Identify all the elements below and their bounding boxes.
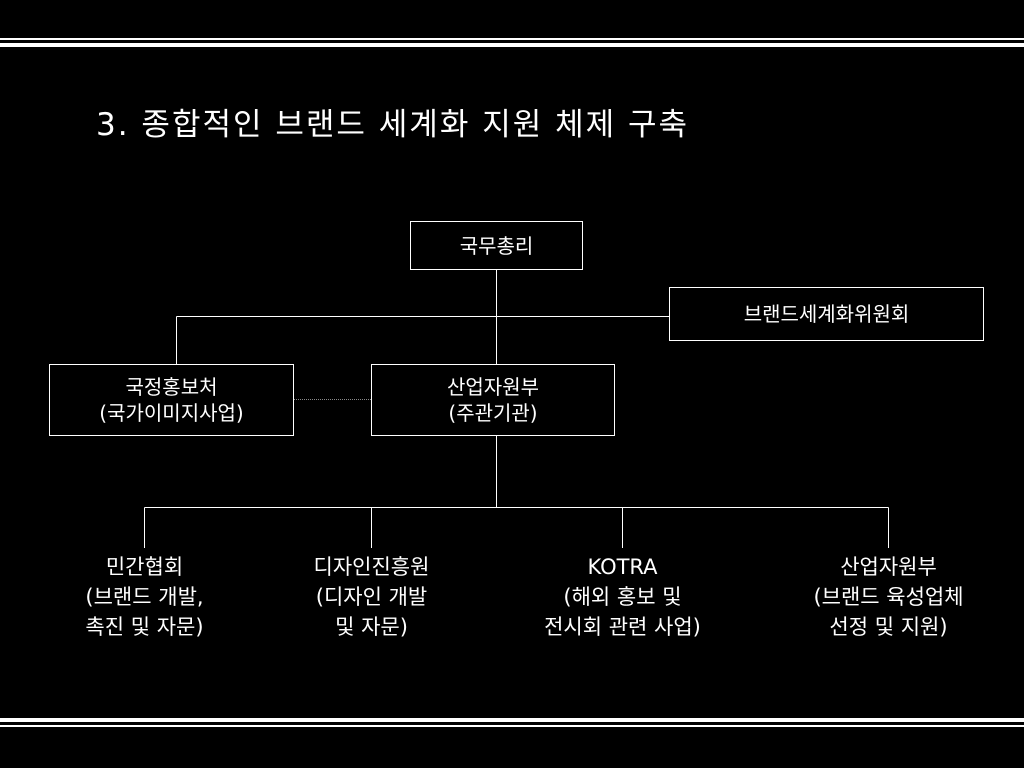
slide-title: 3. 종합적인 브랜드 세계화 지원 체제 구축 [96, 107, 690, 143]
node-brand-committee-label: 브랜드세계화위원회 [743, 302, 910, 326]
branch-name: 산업자원부 [840, 555, 937, 579]
bottom-rule-thick [0, 718, 1024, 722]
branch-desc-line1: (디자인 개발 [315, 585, 428, 609]
top-rule-thick [0, 43, 1024, 47]
node-lead-ministry-name: 산업자원부 [447, 375, 539, 399]
node-government-info-agency-role: (국가이미지사업) [99, 401, 244, 425]
branch-kotra: KOTRA (해외 홍보 및 전시회 관련 사업) [512, 552, 733, 642]
branch-desc-line1: (해외 홍보 및 [563, 585, 682, 609]
branch-private-association: 민간협회 (브랜드 개발, 촉진 및 자문) [44, 552, 245, 642]
node-prime-minister-label: 국무총리 [459, 233, 534, 258]
top-rule-thin [0, 38, 1024, 40]
branch-desc-line2: 선정 및 지원) [829, 615, 948, 639]
node-lead-ministry-role: (주관기관) [448, 401, 538, 425]
node-government-info-agency: 국정홍보처 (국가이미지사업) [49, 364, 294, 436]
branch-name: KOTRA [587, 555, 658, 579]
branch-desc-line2: 촉진 및 자문) [85, 615, 204, 639]
branch-desc-line1: (브랜드 육성업체 [813, 585, 964, 609]
branch-desc-line2: 전시회 관련 사업) [544, 615, 701, 639]
node-brand-committee: 브랜드세계화위원회 [669, 287, 984, 341]
node-prime-minister: 국무총리 [410, 221, 583, 270]
node-government-info-agency-name: 국정홍보처 [125, 375, 218, 399]
branch-desc-line2: 및 자문) [335, 615, 408, 639]
branch-name: 민간협회 [105, 555, 184, 579]
branch-ministry-support: 산업자원부 (브랜드 육성업체 선정 및 지원) [778, 552, 999, 642]
bottom-rule-thin [0, 725, 1024, 727]
node-lead-ministry: 산업자원부 (주관기관) [371, 364, 615, 436]
branch-desc-line1: (브랜드 개발, [85, 585, 204, 609]
branch-design-institute: 디자인진흥원 (디자인 개발 및 자문) [271, 552, 472, 642]
branch-name: 디자인진흥원 [313, 555, 430, 579]
